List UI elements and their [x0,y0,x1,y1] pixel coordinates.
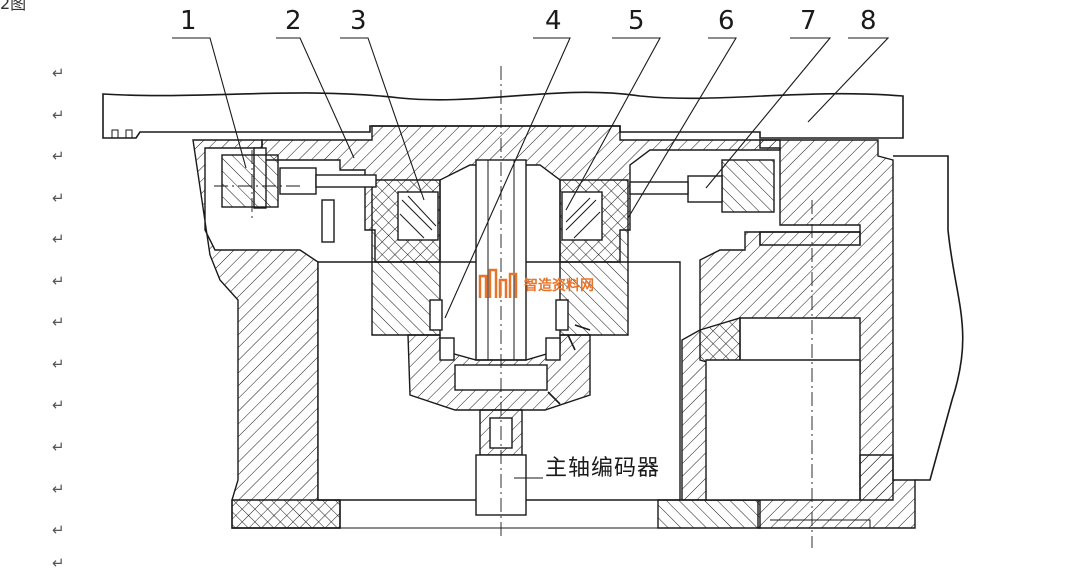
paragraph-mark: ↵ [52,106,65,124]
paragraph-mark: ↵ [52,230,65,248]
part-number-8: 8 [860,6,877,36]
part-number-6: 6 [718,6,735,36]
watermark-logo-icon [478,268,518,298]
part-number-2: 2 [285,6,302,36]
paragraph-mark: ↵ [52,554,65,572]
paragraph-mark: ↵ [52,313,65,331]
part-number-7: 7 [800,6,817,36]
left-clamp-block [221,154,279,208]
paragraph-mark: ↵ [52,355,65,373]
paragraph-mark: ↵ [52,396,65,414]
paragraph-mark: ↵ [52,272,65,290]
right-clamp-block [721,159,775,213]
paragraph-mark: ↵ [52,438,65,456]
leader-lines [172,37,890,319]
part-number-5: 5 [628,6,645,36]
paragraph-mark: ↵ [52,189,65,207]
part-number-4: 4 [545,6,562,36]
part-number-1: 1 [180,6,197,36]
paragraph-mark: ↵ [52,480,65,498]
figure-corner-text: 2图 [0,0,27,13]
encoder-caption: 主轴编码器 [543,450,663,482]
paragraph-mark: ↵ [52,64,65,82]
paragraph-mark: ↵ [52,521,65,539]
watermark-text: 智造资料网 [524,278,594,294]
top-table [102,91,904,139]
bearing-left [397,191,439,241]
bearing-right [561,191,603,241]
part-number-3: 3 [350,6,367,36]
paragraph-mark: ↵ [52,147,65,165]
